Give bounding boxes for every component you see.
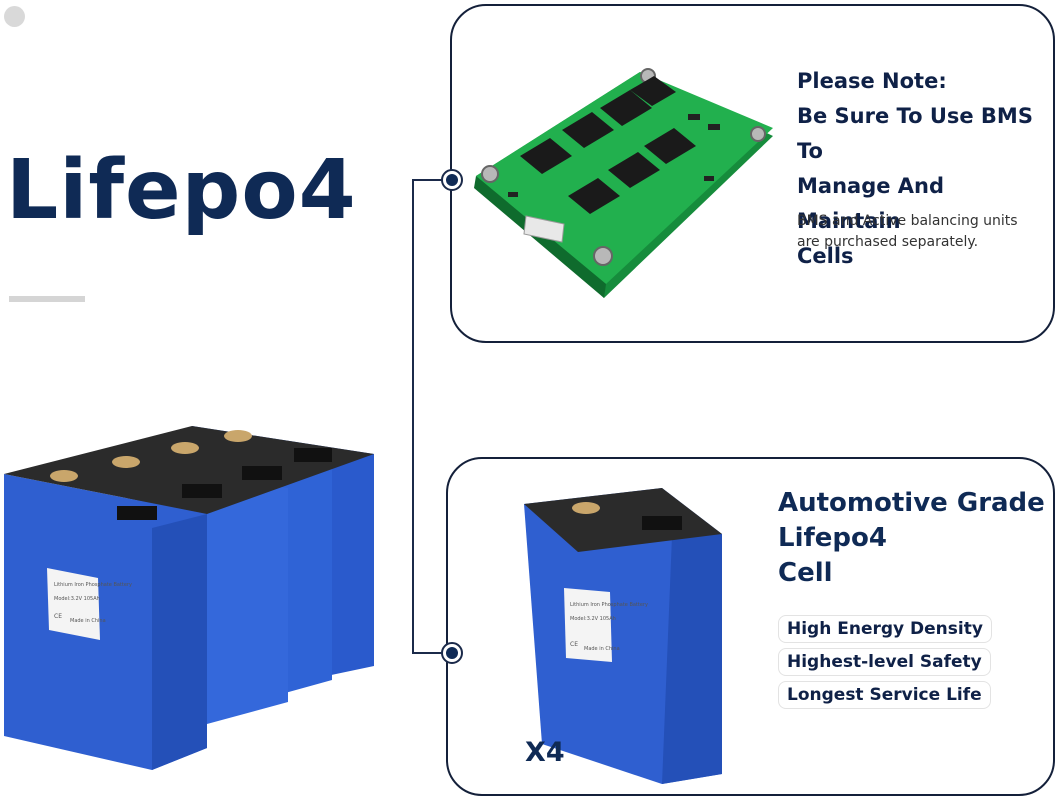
note-line: Please Note: xyxy=(797,69,947,93)
bms-note-subtext: BMS and Active balancing units are purch… xyxy=(797,213,1018,250)
pack-label-line3: Made in China xyxy=(70,618,106,624)
feature-badge: Highest-level Safety xyxy=(778,648,991,676)
title-divider xyxy=(9,296,85,302)
bms-board-image xyxy=(474,68,773,298)
connector-node-bottom-dot xyxy=(446,647,458,659)
pack-label-line2: Model:3.2V 105Ah xyxy=(54,596,100,602)
quantity-label: X4 xyxy=(525,737,565,768)
cell-title-line: Automotive Grade xyxy=(778,488,1045,518)
feature-badge: High Energy Density xyxy=(778,615,992,643)
pack-label-mark: CE xyxy=(54,613,62,620)
cell-label-line2: Model:3.2V 105Ah xyxy=(570,616,616,622)
cell-label-line3: Made in China xyxy=(584,646,620,652)
pack-label-line1: Lithium Iron Phosphate Battery xyxy=(54,582,132,588)
single-cell-image: Lithium Iron Phosphate Battery Model:3.2… xyxy=(524,488,722,784)
cell-label-line1: Lithium Iron Phosphate Battery xyxy=(570,602,648,608)
cell-card-heading: Automotive Grade Lifepo4 Cell xyxy=(778,486,1048,591)
feature-badge: Longest Service Life xyxy=(778,681,991,709)
battery-pack-image: Lithium Iron Phosphate Battery Model:3.2… xyxy=(4,426,374,770)
cell-label-mark: CE xyxy=(570,641,578,648)
connector-node-top-dot xyxy=(446,174,458,186)
cell-title-line: Cell xyxy=(778,558,833,588)
note-line: Manage And Maintain xyxy=(797,174,945,233)
corner-dot xyxy=(4,6,25,27)
connector-path xyxy=(412,179,452,654)
bms-note-heading: Please Note: Be Sure To Use BMS To Manag… xyxy=(797,64,1047,274)
note-line: Be Sure To Use BMS To xyxy=(797,104,1033,163)
note-line: Cells xyxy=(797,244,854,268)
page-title: Lifepo4 xyxy=(6,143,357,238)
cell-title-line: Lifepo4 xyxy=(778,523,887,553)
